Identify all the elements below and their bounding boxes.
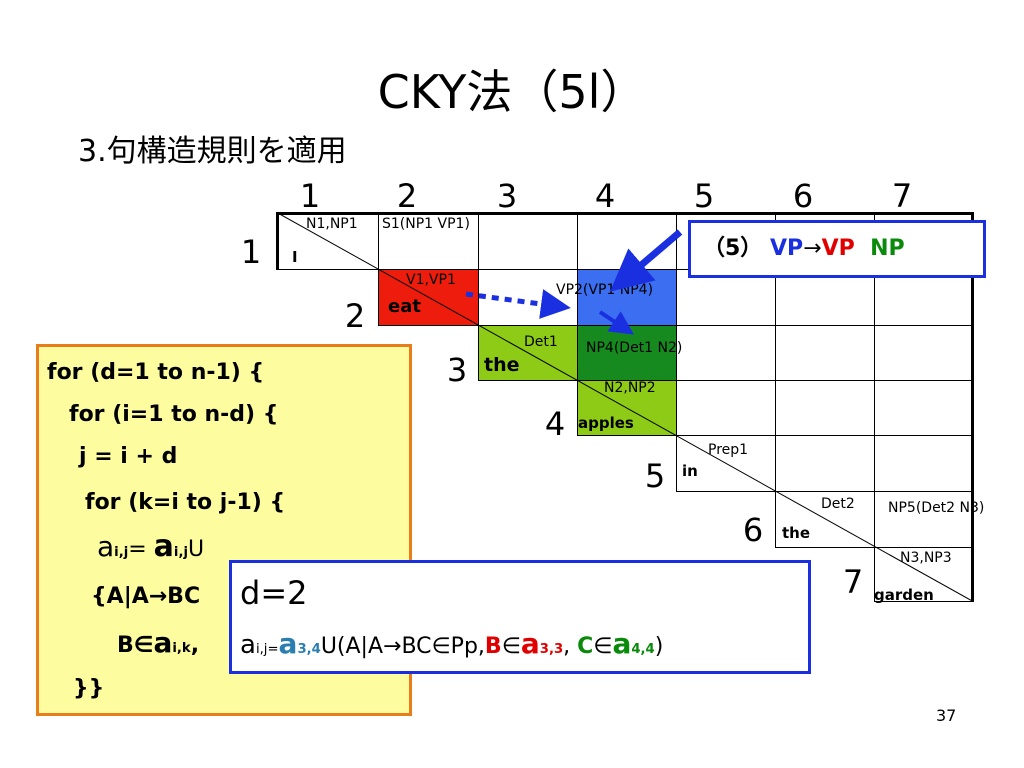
- d-value: d=2: [240, 574, 308, 612]
- f-mid: U(A|A→BC∈Pp,: [320, 634, 485, 659]
- rule-rhs-2: NP: [870, 236, 905, 261]
- cky-chart: N1,NP1 S1(NP1 VP1) V1,VP1 VP2(VP1 NP4) D…: [276, 212, 984, 604]
- row-number-1: 1: [240, 233, 262, 271]
- cell-4-7: [874, 380, 974, 436]
- word-2: eat: [388, 296, 421, 317]
- rule-lhs: VP: [769, 236, 804, 261]
- f-ij: i,j: [255, 642, 268, 657]
- code-line-2: for (i=1 to n-d) {: [69, 402, 279, 427]
- word-5: in: [682, 462, 698, 480]
- f-in2: ∈: [593, 634, 613, 659]
- code-comma: ,: [190, 633, 200, 658]
- algorithm-box: for (d=1 to n-1) { for (i=1 to n-d) { j …: [36, 344, 412, 716]
- cell-2-7: [874, 269, 974, 326]
- f-s44: 4,4: [631, 642, 655, 657]
- code-sub3: i,k: [172, 641, 191, 656]
- slide-title: CKY法（5l）: [377, 65, 647, 119]
- word-7: garden: [874, 586, 934, 604]
- cell-2-6: [775, 269, 875, 326]
- column-number-5: 5: [693, 177, 715, 215]
- cell-label-3-3: Det1: [524, 334, 558, 350]
- cell-label-6-7: NP5(Det2 N3): [888, 500, 985, 516]
- rule-arrow-text: →: [803, 236, 822, 261]
- cell-label-1-2: S1(NP1 VP1): [382, 216, 470, 232]
- cell-2-5: [676, 269, 776, 326]
- down-arrow: [598, 310, 634, 335]
- column-number-6: 6: [792, 177, 814, 215]
- code-line-4: for (k=i to j-1) {: [85, 490, 286, 515]
- cell-label-3-4: NP4(Det1 N2): [586, 340, 683, 356]
- word-4: apples: [578, 414, 634, 432]
- cell-label-5-5: Prep1: [708, 442, 749, 458]
- cell-label-4-4: N2,NP2: [604, 380, 656, 396]
- f-C: C: [577, 634, 594, 659]
- f-in1: ∈: [501, 634, 521, 659]
- rule-box: （5） VP→VP NP: [688, 220, 986, 278]
- code-line-1: for (d=1 to n-1) {: [47, 360, 265, 385]
- code-line-6: {A|A→BC: [91, 584, 201, 609]
- f-comma: ,: [563, 634, 571, 659]
- cell-3-7: [874, 325, 974, 381]
- code-line-3: j = i + d: [79, 444, 178, 469]
- row-number-3: 3: [446, 351, 468, 389]
- code-sub1: i,j: [114, 545, 129, 560]
- f-a2: a: [278, 627, 298, 660]
- d-formula: ai,j=a3,4U(A|A→BC∈Pp,B∈a3,3, C∈a4,4): [240, 627, 663, 667]
- code-eq: =: [128, 537, 154, 562]
- f-s33: 3,3: [539, 642, 564, 657]
- code-a1: a: [97, 530, 115, 563]
- code-a3: a: [153, 626, 173, 659]
- f-a: a: [240, 630, 256, 660]
- grid-right-border: [971, 212, 974, 602]
- row-number-7: 7: [842, 563, 864, 601]
- rule-rhs-1: VP: [821, 236, 855, 261]
- f-a3: a: [520, 627, 540, 660]
- f-a4: a: [612, 627, 632, 660]
- word-6: the: [782, 524, 811, 542]
- rule-text: （5） VP→VP NP: [703, 235, 905, 263]
- f-eq: =: [267, 642, 279, 657]
- page-number: 37: [936, 706, 957, 725]
- word-3: the: [484, 354, 520, 376]
- cell-label-6-6: Det2: [821, 496, 855, 512]
- code-line-8: }}: [73, 676, 105, 701]
- row-number-4: 4: [544, 405, 566, 443]
- f-s34: 3,4: [297, 642, 321, 657]
- cell-label-7-7: N3,NP3: [900, 550, 952, 566]
- cell-1-2: [378, 212, 479, 270]
- diagonal-line: [276, 212, 974, 602]
- cell-label-1-1: N1,NP1: [306, 216, 358, 232]
- rule-number: （5）: [703, 236, 763, 261]
- cell-3-6: [775, 325, 875, 381]
- code-b-in: B∈: [117, 633, 154, 658]
- f-B: B: [484, 634, 502, 659]
- column-number-7: 7: [891, 177, 913, 215]
- rule-arrow: [610, 229, 683, 292]
- code-line-7: B∈ai,k,: [117, 629, 199, 663]
- column-number-1: 1: [299, 177, 321, 215]
- d-equals-2-box: d=2 ai,j=a3,4U(A|A→BC∈Pp,B∈a3,3, C∈a4,4): [229, 560, 811, 674]
- code-sub2: i,j: [173, 545, 188, 560]
- slide-subtitle: 3.句構造規則を適用: [78, 134, 347, 169]
- row-number-5: 5: [644, 457, 666, 495]
- cell-label-2-2: V1,VP1: [406, 272, 456, 288]
- column-number-3: 3: [496, 177, 518, 215]
- word-1: I: [292, 248, 298, 266]
- column-number-2: 2: [396, 177, 418, 215]
- column-number-4: 4: [594, 177, 616, 215]
- code-a2: a: [153, 529, 174, 564]
- f-close: ): [654, 634, 664, 659]
- row-number-6: 6: [742, 511, 764, 549]
- code-union: U: [187, 537, 205, 562]
- cell-4-5: [676, 380, 776, 436]
- grid-top-border: [276, 212, 974, 215]
- row-number-2: 2: [344, 297, 366, 335]
- dashed-arrow: [465, 289, 571, 319]
- row1-left-border: [276, 212, 279, 270]
- code-line-5: ai,j= ai,jU: [97, 530, 205, 567]
